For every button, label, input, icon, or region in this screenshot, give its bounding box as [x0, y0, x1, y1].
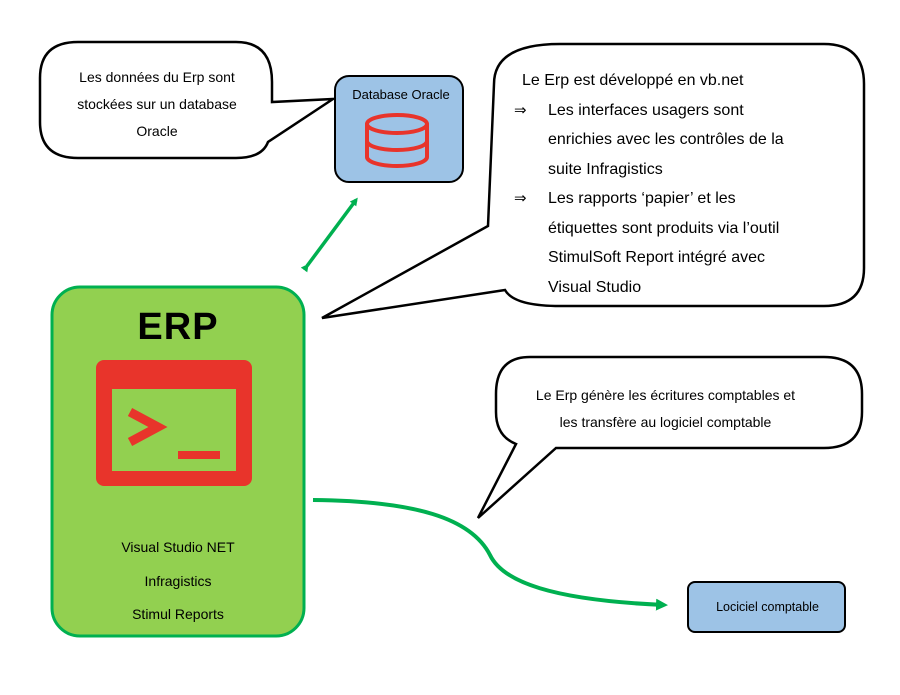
- bullet-line: StimulSoft Report intégré avec: [548, 249, 765, 266]
- callout-oracle-storage-text: Les données du Erp sont stockées sur un …: [48, 64, 266, 145]
- callout-development-text: Le Erp est développé en vb.net ⇒ Les int…: [514, 66, 852, 302]
- bullet-line: suite Infragistics: [548, 160, 663, 178]
- technology-item: Visual Studio NET: [121, 539, 235, 555]
- callout-heading: Le Erp est développé en vb.net: [522, 72, 744, 89]
- callout-line: Les données du Erp sont: [79, 69, 235, 85]
- bullet-line: ⇒ Les interfaces usagers sont: [514, 96, 852, 126]
- technology-item: Stimul Reports: [132, 606, 224, 622]
- bullet-text: Les rapports ‘papier’ et les: [548, 190, 736, 207]
- bullet-line: enrichies avec les contrôles de la: [548, 131, 784, 148]
- bullet-text: Les interfaces usagers sont: [548, 101, 744, 119]
- callout-development-bubble: [321, 42, 866, 320]
- terminal-icon: [96, 360, 252, 486]
- bullet-line: ⇒ Les rapports ‘papier’ et les: [514, 184, 852, 214]
- callout-oracle-storage-bubble: [38, 40, 338, 160]
- accounting-software-label: Lociciel comptable: [716, 600, 819, 614]
- accounting-software-box: [687, 581, 846, 633]
- database-icon: [365, 113, 429, 168]
- implies-arrow-icon: ⇒: [514, 189, 527, 207]
- erp-title: ERP: [137, 306, 219, 348]
- technology-item: Infragistics: [144, 572, 212, 589]
- erp-accounting-arrow: [312, 498, 668, 611]
- callout-accounting-bubble: [476, 355, 864, 519]
- bullet-line: Visual Studio: [548, 278, 642, 296]
- callout-line: les transfère au logiciel comptable: [559, 414, 772, 430]
- callout-line: stockées sur un database: [77, 96, 237, 112]
- callout-accounting-text: Le Erp génère les écritures comptables e…: [498, 382, 833, 436]
- bullet-line: étiquettes sont produits via l’outil: [548, 219, 780, 237]
- erp-database-arrow: [300, 197, 358, 273]
- implies-arrow-icon: ⇒: [514, 100, 527, 119]
- callout-line: Oracle: [136, 123, 178, 139]
- callout-line: Le Erp génère les écritures comptables e…: [535, 387, 796, 403]
- erp-technologies: Visual Studio NET Infragistics Stimul Re…: [52, 531, 304, 632]
- database-label: Database Oracle: [352, 87, 450, 102]
